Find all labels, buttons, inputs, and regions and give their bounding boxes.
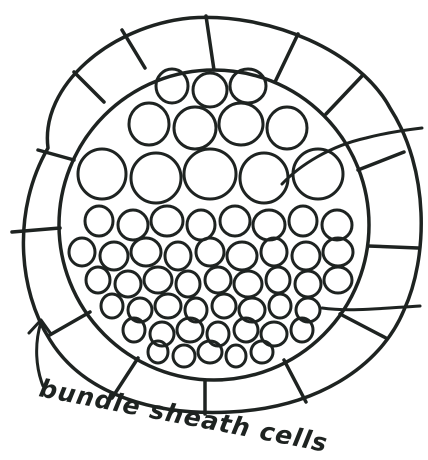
vascular-cell [267,107,307,149]
vascular-cell [155,294,181,318]
vascular-cell [261,238,287,266]
sheath-cell-wall [358,152,404,170]
vascular-cell [324,267,352,293]
vascular-cell [251,341,273,363]
vascular-cell [292,242,320,270]
vascular-bundle [59,69,369,380]
vascular-cell [85,206,113,236]
vascular-cell [323,238,353,266]
vascular-cell [269,294,291,318]
vascular-cell [176,271,200,297]
vascular-cell [212,294,236,318]
vascular-cell [173,345,195,367]
vascular-cell [196,238,224,266]
sheath-cell-wall [206,16,214,70]
vascular-cell [144,267,172,293]
sheath-cell-wall [275,34,298,82]
vascular-cell [220,206,250,236]
sheath-cell-wall [326,76,362,114]
vascular-cell [234,271,262,297]
vascular-cell [131,153,181,203]
sheath-cell-wall [122,30,145,68]
vascular-cells [69,69,353,367]
vascular-cell [184,149,236,199]
vascular-cell [266,267,290,293]
vascular-cell [193,73,227,107]
vascular-cell [165,242,191,270]
vascular-cell [118,210,148,240]
vascular-cell [187,210,215,240]
sheath-cell-wall [12,228,60,232]
vascular-cell [100,242,128,270]
vascular-cell [101,294,123,318]
vascular-cell [253,210,285,240]
vascular-cell [226,345,246,367]
vascular-cell [115,271,141,297]
sheath-cell-wall [368,246,418,248]
bundle-sheath-label: bundle sheath cells [37,373,331,457]
vascular-cell [174,107,216,149]
vascular-cell [78,149,126,199]
vascular-cell [240,153,288,203]
sheath-cell-wall [48,312,90,336]
vascular-cell [227,242,257,270]
vascular-cell [219,103,263,145]
vascular-cell [205,267,231,293]
sheath-cell-wall [284,360,306,402]
vascular-cell [295,271,321,297]
vascular-cell [322,210,352,240]
sheath-cell-wall [340,314,386,338]
sheath-cell-wall [74,72,104,102]
vascular-cell [86,267,110,293]
vascular-cell [129,103,169,145]
vascular-cell [151,206,183,236]
vascular-cell [69,238,95,266]
vascular-cell [289,206,317,236]
vascular-cell [131,238,161,266]
